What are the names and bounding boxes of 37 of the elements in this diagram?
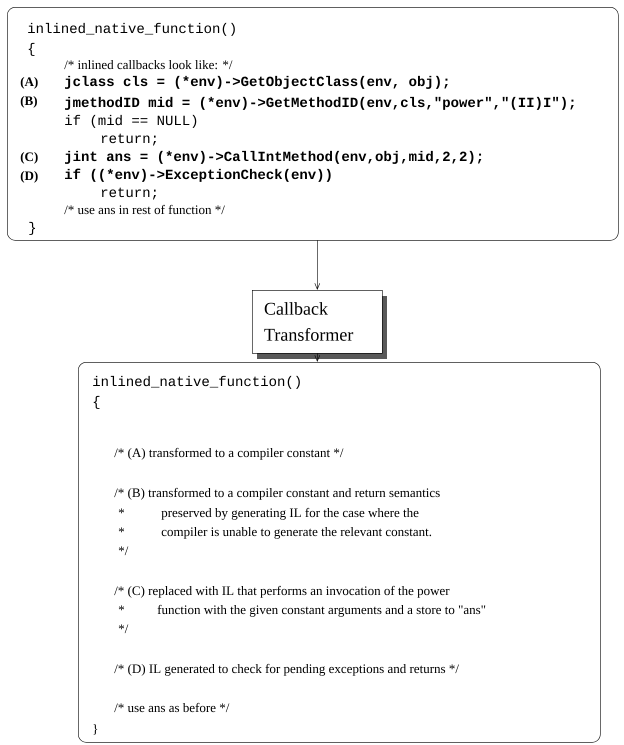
arrow — [314, 353, 320, 362]
code-comment: /* (D) IL generated to check for pending exceptions and returns */ — [114, 664, 459, 676]
code-line: inlined_native_function() — [28, 22, 235, 36]
code-line: return; — [102, 188, 156, 200]
code-comment: compiler is unable to generate the relevant constant. — [162, 526, 432, 539]
process-box: Callback Transformer — [252, 290, 387, 359]
code-comment: /* (C) replaced with IL that performs an invocation of the power — [114, 586, 450, 598]
step-label: (C) — [20, 152, 38, 164]
code-comment: /* (A) transformed to a compiler constant */ — [114, 448, 344, 460]
step-label: (D) — [20, 171, 38, 183]
code-box — [7, 7, 619, 241]
code-line: return; — [102, 134, 156, 146]
step-label: (A) — [20, 77, 38, 89]
code-line: inlined_native_function() — [93, 376, 300, 389]
code-line: jint ans = (*env)->CallIntMethod(env,obj,mid,2,2); — [65, 150, 482, 164]
code-line: { — [94, 396, 100, 409]
code-comment: /* (B) transformed to a compiler constant and return semantics — [114, 488, 440, 500]
code-comment: * — [118, 527, 124, 532]
code-comment: */ — [118, 624, 128, 634]
code-line: if (mid == NULL) — [65, 114, 196, 128]
code-line: { — [28, 42, 34, 56]
code-comment: preserved by generating IL for the case where the — [161, 508, 418, 520]
code-comment: } — [93, 724, 98, 735]
code-box — [78, 362, 601, 743]
code-comment: */ — [118, 546, 128, 556]
code-comment: * — [118, 605, 124, 610]
code-line: } — [29, 222, 36, 235]
code-comment: /* inlined callbacks look like: */ — [64, 60, 232, 70]
arrow — [314, 240, 320, 290]
code-comment: /* use ans in rest of function */ — [64, 204, 225, 214]
step-label: (B) — [20, 96, 37, 108]
code-line: jclass cls = (*env)->GetObjectClass(env, obj); — [65, 76, 448, 89]
code-line: jmethodID mid = (*env)->GetMethodID(env,cls,"power","(II)I"); — [65, 96, 574, 110]
code-comment: * — [118, 508, 124, 514]
code-comment: function with the given constant arguments and a store to "ans" — [158, 604, 486, 617]
code-line: if ((*env)->ExceptionCheck(env)) — [65, 168, 331, 182]
code-comment: /* use ans as before */ — [114, 702, 230, 712]
